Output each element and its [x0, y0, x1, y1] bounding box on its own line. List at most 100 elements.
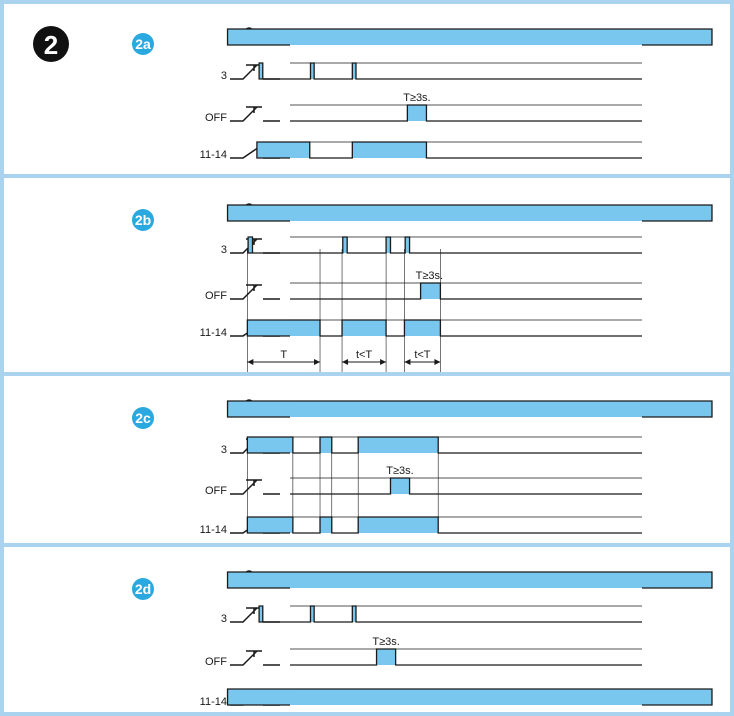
pulse	[248, 237, 253, 253]
pulse	[227, 29, 712, 45]
row-input: 3	[221, 436, 642, 456]
panel-divider	[0, 543, 734, 547]
duration-note: T≥3s.	[403, 92, 430, 104]
panel-badge-text: 2d	[135, 581, 151, 597]
row-output: 11-14	[200, 141, 642, 161]
row-label: 11-14	[200, 327, 227, 339]
row-power	[226, 27, 713, 46]
row-off: OFF	[205, 477, 642, 497]
panel-badge-circle	[132, 407, 154, 429]
pushbutton-icon	[230, 479, 280, 495]
pulse	[420, 283, 441, 299]
pulse	[320, 437, 332, 453]
pulse	[407, 105, 427, 121]
pulse	[247, 437, 293, 453]
panel-badge-text: 2a	[135, 36, 151, 52]
signal-trace	[290, 648, 642, 666]
pulse	[376, 649, 396, 665]
pushbutton-icon	[230, 238, 280, 254]
panel-badge: 2c	[132, 407, 154, 429]
pulse	[310, 63, 315, 79]
pulse	[358, 437, 439, 453]
row-off: OFF	[205, 648, 642, 668]
pulse	[259, 63, 263, 79]
main-marker: 2	[33, 26, 69, 62]
pulse	[247, 320, 321, 336]
duration-note: T≥3s.	[416, 270, 443, 282]
duration-span: t<T	[404, 349, 441, 365]
panel-divider	[0, 372, 734, 376]
main-marker-text: 2	[44, 30, 58, 60]
duration-span: T	[247, 349, 321, 365]
row-label: OFF	[205, 290, 227, 302]
row-label: 3	[221, 444, 227, 456]
pulse	[358, 517, 439, 533]
pulse	[390, 478, 410, 494]
pulse	[247, 517, 293, 533]
signal-trace	[290, 477, 642, 495]
signal-trace	[256, 141, 642, 159]
pulse	[256, 142, 310, 158]
row-off: OFF	[205, 282, 642, 302]
pulse	[404, 320, 441, 336]
row-input: 3	[221, 605, 642, 625]
pulse	[320, 517, 332, 533]
pushbutton-icon	[230, 650, 280, 666]
panel-divider	[0, 174, 734, 178]
panel-badge-circle	[132, 209, 154, 231]
row-output: 11-14	[200, 319, 642, 339]
row-input: 3	[221, 236, 642, 256]
pulse	[352, 606, 356, 622]
row-label: 3	[221, 244, 227, 256]
duration-span: t<T	[342, 349, 387, 365]
pulse	[227, 572, 712, 588]
pulse	[342, 320, 387, 336]
row-label: 11-14	[200, 149, 227, 161]
pulse	[227, 401, 712, 417]
signal-trace	[246, 436, 642, 454]
pushbutton-icon	[230, 607, 280, 623]
signal-trace	[258, 62, 642, 80]
row-label: 3	[221, 613, 227, 625]
panel-badge-circle	[132, 33, 154, 55]
pulse	[310, 606, 315, 622]
pulse	[227, 689, 712, 705]
pushbutton-icon	[230, 284, 280, 300]
span-label: T	[280, 349, 287, 361]
panel-badge: 2b	[132, 209, 154, 231]
row-output: 11-14	[200, 688, 713, 708]
pushbutton-icon	[230, 106, 280, 122]
row-label: OFF	[205, 485, 227, 497]
span-label: t<T	[414, 349, 430, 361]
pushbutton-icon	[230, 64, 280, 80]
row-label: 11-14	[200, 696, 227, 708]
row-label: 11-14	[200, 524, 227, 536]
pulse	[342, 237, 348, 253]
panel-badge-text: 2b	[135, 212, 151, 228]
panel-badge: 2d	[132, 578, 154, 600]
pulse	[352, 142, 427, 158]
row-off: OFF	[205, 104, 642, 124]
span-label: t<T	[356, 349, 372, 361]
row-input: 3	[221, 62, 642, 82]
panel-badge-circle	[132, 578, 154, 600]
signal-trace	[290, 104, 642, 122]
signal-trace	[247, 236, 642, 254]
duration-note: T≥3s.	[372, 636, 399, 648]
signal-trace	[246, 516, 642, 534]
panel-badge-text: 2c	[135, 410, 151, 426]
row-label: OFF	[205, 112, 227, 124]
row-label: 3	[221, 70, 227, 82]
row-power	[226, 570, 713, 589]
signal-trace	[290, 282, 642, 300]
row-output: 11-14	[200, 516, 642, 536]
pulse	[352, 63, 356, 79]
row-power	[226, 203, 713, 222]
pulse	[227, 205, 712, 221]
duration-note: T≥3s.	[386, 465, 413, 477]
